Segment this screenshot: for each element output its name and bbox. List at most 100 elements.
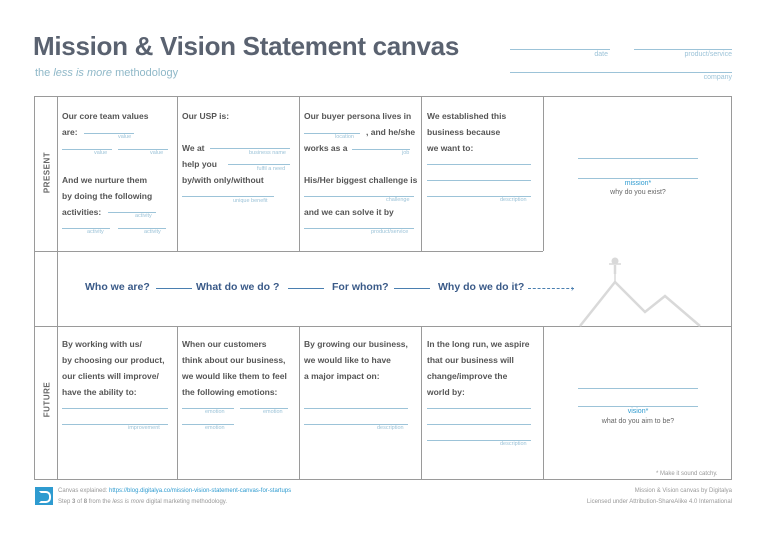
impact-blank[interactable] xyxy=(304,408,408,409)
emotion-blank[interactable] xyxy=(182,408,234,409)
flow-connector xyxy=(156,288,192,289)
emotions-prompt: When our customers think about our busin… xyxy=(182,339,287,397)
usp-prompt: Our USP is: We at help you by/with only/… xyxy=(182,111,264,185)
world-blank[interactable] xyxy=(427,408,531,409)
challenge-label: challenge xyxy=(386,197,410,203)
description-label: description xyxy=(377,425,404,431)
col-divider xyxy=(299,326,300,480)
value-blank[interactable] xyxy=(84,133,134,134)
flow-why: Why do we do it? xyxy=(438,281,525,293)
need-blank[interactable] xyxy=(228,164,290,165)
mountain-illustration xyxy=(579,257,701,327)
business-name-blank[interactable] xyxy=(210,148,290,149)
emotion-label: emotion xyxy=(263,409,283,415)
job-label: job xyxy=(402,150,410,156)
canvas-explained: Canvas explained: https://blog.digitalya… xyxy=(58,488,292,494)
future-label: FUTURE xyxy=(42,381,52,418)
value-label: value xyxy=(150,150,164,156)
step-info: Step 3 of 8 from the less is more digita… xyxy=(58,499,228,505)
blog-link[interactable]: https://blog.digitalya.co/mission-vision… xyxy=(109,488,292,494)
reason-blank[interactable] xyxy=(427,196,531,197)
vision-subtitle: what do you aim to be? xyxy=(601,418,675,425)
company-label: company xyxy=(703,74,732,81)
mission-line[interactable] xyxy=(578,178,698,179)
improvement-blank[interactable] xyxy=(62,424,168,425)
value-blank[interactable] xyxy=(62,149,112,150)
emotion-blank[interactable] xyxy=(182,424,234,425)
business-name-label: business name xyxy=(249,150,286,156)
present-bottom-divider xyxy=(34,251,543,252)
col-divider xyxy=(543,326,544,480)
digitalya-logo xyxy=(35,487,53,505)
mission-title: mission* xyxy=(624,180,652,187)
side-divider xyxy=(57,96,58,480)
col-divider xyxy=(543,96,544,251)
emotion-blank[interactable] xyxy=(240,408,288,409)
flow-who: Who we are? xyxy=(85,281,150,293)
fulfil-need-label: fulfil a need xyxy=(257,166,286,172)
world-blank[interactable] xyxy=(427,424,531,425)
col-divider xyxy=(299,96,300,251)
col-divider xyxy=(177,96,178,251)
improvement-blank[interactable] xyxy=(62,408,168,409)
activity-label: activity xyxy=(144,229,161,235)
world-blank[interactable] xyxy=(427,440,531,441)
reason-blank[interactable] xyxy=(427,164,531,165)
col-divider xyxy=(421,326,422,480)
product-service-label: product/service xyxy=(371,229,409,235)
flow-connector xyxy=(394,288,430,289)
reason-blank[interactable] xyxy=(427,180,531,181)
present-label: PRESENT xyxy=(42,151,52,194)
date-field-line[interactable] xyxy=(510,49,610,50)
job-blank[interactable] xyxy=(352,149,410,150)
description-label: description xyxy=(500,441,527,447)
product-label: product/service xyxy=(684,51,732,58)
long-run-prompt: In the long run, we aspire that our busi… xyxy=(427,339,530,397)
vision-line[interactable] xyxy=(578,406,698,407)
value-label: value xyxy=(118,134,132,140)
activity-blank[interactable] xyxy=(118,228,166,229)
value-blank[interactable] xyxy=(118,149,168,150)
value-label: value xyxy=(94,150,108,156)
activity-blank[interactable] xyxy=(108,212,156,213)
catchy-note: * Make it sound catchy. xyxy=(656,471,718,477)
credit-line: Mission & Vision canvas by Digitalya xyxy=(634,488,732,494)
vision-title: vision* xyxy=(627,408,649,415)
page-subtitle: the less is more methodology xyxy=(35,67,179,79)
impact-blank[interactable] xyxy=(304,424,408,425)
activity-label: activity xyxy=(87,229,104,235)
team-values-prompt: Our core team values are: And we nurture… xyxy=(62,111,153,217)
future-top-divider xyxy=(34,326,732,327)
description-label: description xyxy=(500,197,527,203)
product-blank[interactable] xyxy=(304,228,414,229)
vision-line[interactable] xyxy=(578,388,698,389)
location-blank[interactable] xyxy=(304,133,360,134)
page-title: Mission & Vision Statement canvas xyxy=(33,31,459,61)
flow-what: What do we do ? xyxy=(196,281,280,293)
impact-prompt: By growing our business, we would like t… xyxy=(304,339,408,381)
persona-he-she: , and he/she xyxy=(366,127,416,137)
activity-label: activity xyxy=(135,213,152,219)
why-established-prompt: We established this business because we … xyxy=(427,111,507,153)
company-field-line[interactable] xyxy=(510,72,732,73)
product-field-line[interactable] xyxy=(634,49,732,50)
arrow-head-icon: › xyxy=(571,283,574,293)
mission-subtitle: why do you exist? xyxy=(610,189,666,196)
mission-line[interactable] xyxy=(578,158,698,159)
location-label: location xyxy=(335,134,354,140)
col-divider xyxy=(421,96,422,251)
flow-whom: For whom? xyxy=(332,281,389,293)
persona-prompt: Our buyer persona lives in works as a Hi… xyxy=(304,111,418,217)
col-divider xyxy=(177,326,178,480)
improvement-label: improvement xyxy=(128,425,160,431)
emotion-label: emotion xyxy=(205,425,225,431)
canvas-frame xyxy=(34,96,732,480)
flow-arrow xyxy=(528,288,574,289)
emotion-label: emotion xyxy=(205,409,225,415)
challenge-blank[interactable] xyxy=(304,196,414,197)
unique-benefit-label: unique benefit xyxy=(233,198,268,204)
flow-connector xyxy=(288,288,324,289)
license-line: Licensed under Attribution-ShareAlike 4.… xyxy=(586,499,732,505)
activity-blank[interactable] xyxy=(62,228,110,229)
benefit-blank[interactable] xyxy=(182,196,274,197)
